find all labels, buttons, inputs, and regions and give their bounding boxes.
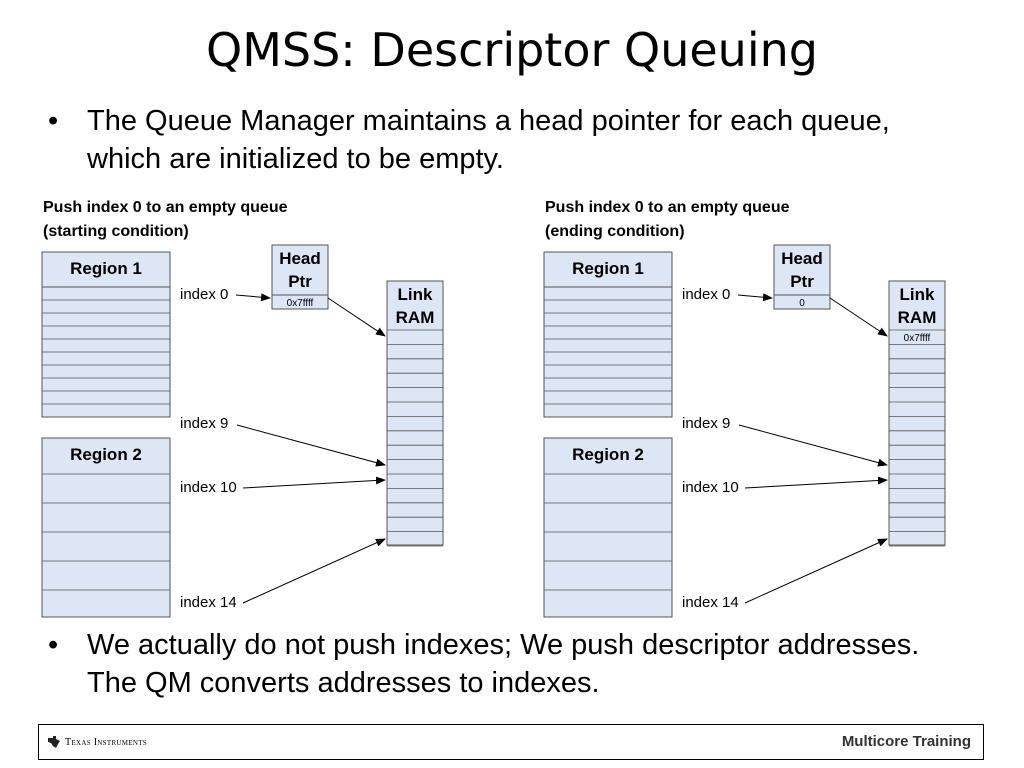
index-label-9: index 9	[682, 415, 730, 432]
ti-logo-icon	[48, 736, 60, 748]
region-2-box	[543, 437, 673, 618]
diagram-caption-subtitle: (ending condition)	[545, 223, 685, 240]
link-ram-first-value: 0x7ffff	[904, 333, 931, 344]
link-ram-box	[386, 280, 444, 546]
arrow-head-ptr-to-link-ram	[829, 297, 888, 337]
arrow-index10-to-link-ram	[744, 476, 888, 489]
bullet-point-1: • The Queue Manager maintains a head poi…	[44, 102, 964, 182]
diagram-caption-subtitle: (starting condition)	[43, 223, 189, 240]
arrow-index14-to-link-ram	[744, 538, 888, 604]
diagram-caption: Push index 0 to an empty queue	[545, 199, 790, 216]
index-label-10: index 10	[682, 479, 739, 496]
head-ptr-value: 0	[799, 298, 805, 309]
region-1-label: Region 1	[572, 259, 644, 278]
head-ptr-box	[271, 244, 329, 310]
bullet-text: We actually do not push indexes; We push…	[87, 629, 920, 699]
bullet-glyph: •	[48, 105, 59, 137]
arrow-index14-to-link-ram	[242, 538, 386, 604]
link-ram-label-line2: RAM	[898, 308, 937, 327]
link-ram-box	[888, 280, 946, 546]
arrow-head-ptr-to-link-ram	[327, 297, 386, 337]
link-ram-label: Link	[398, 285, 433, 304]
footer-title: Multicore Training	[841, 733, 971, 750]
diagram-starting-condition: Push index 0 to an empty queue (starting …	[41, 199, 444, 618]
diagram-ending-condition: Push index 0 to an empty queue (ending co…	[543, 199, 946, 618]
footer-bar: Texas Instruments Multicore Training	[38, 724, 984, 760]
arrow-index10-to-link-ram	[242, 476, 386, 489]
ti-logo-text: Texas Instruments	[65, 736, 147, 748]
page-title: QMSS: Descriptor Queuing	[206, 23, 818, 77]
index-label-14: index 14	[180, 594, 237, 611]
index-label-0: index 0	[682, 286, 730, 303]
index-label-9: index 9	[180, 415, 228, 432]
region-2-box	[41, 437, 171, 618]
bullet-point-2: • We actually do not push indexes; We pu…	[44, 626, 964, 706]
index-label-0: index 0	[180, 286, 228, 303]
region-1-box	[543, 251, 673, 418]
region-1-label: Region 1	[70, 259, 142, 278]
link-ram-label: Link	[900, 285, 935, 304]
bullet-glyph: •	[48, 629, 59, 661]
head-ptr-box	[773, 244, 831, 310]
region-2-label: Region 2	[70, 445, 142, 464]
arrow-index9-to-link-ram	[236, 424, 386, 467]
arrow-index9-to-link-ram	[738, 424, 888, 467]
bullet-text: The Queue Manager maintains a head point…	[87, 105, 890, 175]
head-ptr-label: Head	[279, 249, 321, 268]
diagram-caption: Push index 0 to an empty queue	[43, 199, 288, 216]
head-ptr-label-line2: Ptr	[288, 272, 312, 291]
arrow-index0-to-head-ptr	[737, 293, 773, 302]
head-ptr-value: 0x7ffff	[287, 298, 314, 309]
region-1-box	[41, 251, 171, 418]
arrow-index0-to-head-ptr	[235, 293, 271, 302]
head-ptr-label-line2: Ptr	[790, 272, 814, 291]
ti-logo: Texas Instruments	[47, 734, 147, 750]
head-ptr-label: Head	[781, 249, 823, 268]
link-ram-label-line2: RAM	[396, 308, 435, 327]
region-2-label: Region 2	[572, 445, 644, 464]
index-label-14: index 14	[682, 594, 739, 611]
index-label-10: index 10	[180, 479, 237, 496]
